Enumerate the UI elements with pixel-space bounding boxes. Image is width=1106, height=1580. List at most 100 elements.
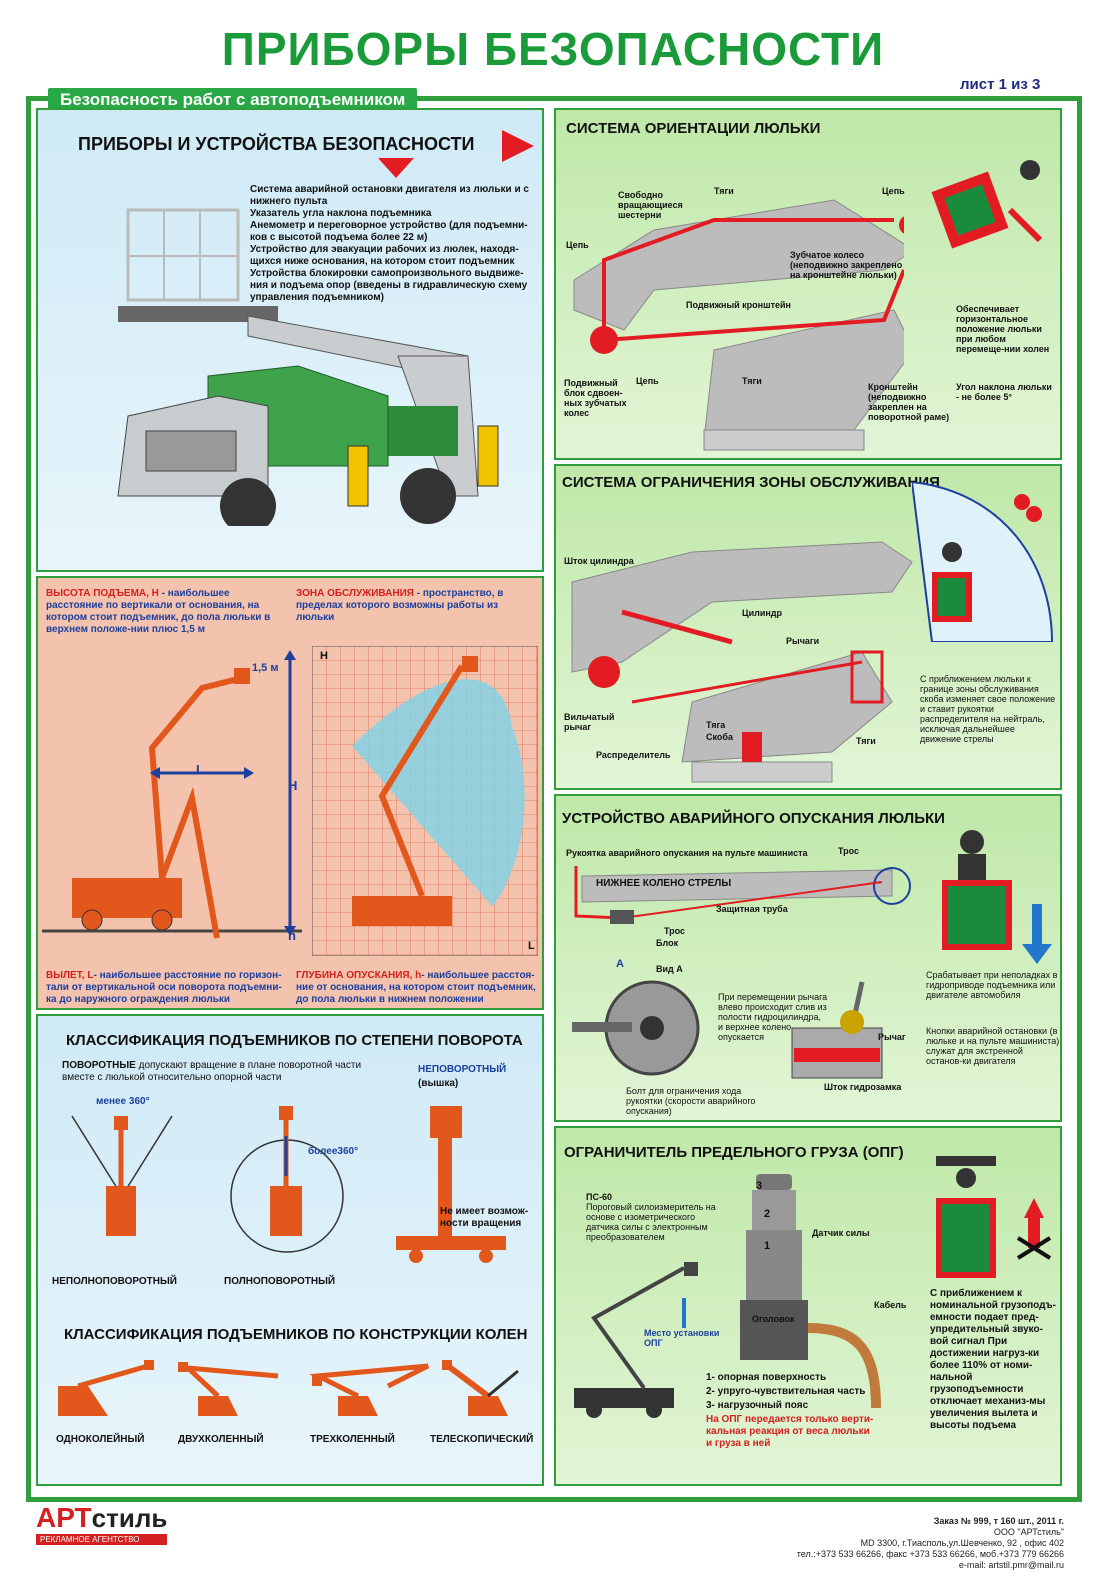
falling-worker-icon: [931, 160, 1043, 249]
emergency-mechanism: [572, 980, 883, 1079]
rotary-definition: ПОВОРОТНЫЕ допускают вращение в плане по…: [62, 1060, 362, 1084]
knee-type: ТРЕХКОЛЕННЫЙ: [310, 1434, 395, 1445]
rotation-type: НЕПОЛНОПОВОРОТНЫЙ: [52, 1276, 177, 1287]
service-zone-grid: [312, 646, 538, 956]
devices-panel: ПРИБОРЫ И УСТРОЙСТВА БЕЗОПАСНОСТИ Систем…: [36, 108, 544, 572]
sheet-number: лист 1 из 3: [960, 76, 1041, 93]
n2: 2: [764, 1208, 771, 1220]
orientation-diagram: [573, 199, 904, 451]
devices-line: Анемометр и переговорное устройство (для…: [250, 220, 528, 243]
distributor-label: Распределитель: [596, 750, 671, 760]
emergency-panel: УСТРОЙСТВО АВАРИЙНОГО ОПУСКАНИЯ ЛЮЛЬКИ Р…: [554, 794, 1062, 1122]
head-label: Оголовок: [752, 1314, 795, 1324]
reach-text: - наибольшее расстояние по горизон-тали …: [46, 970, 282, 1005]
dim-15: 1,5 м: [252, 662, 279, 674]
devices-line: Устройство для эвакуации рабочих из люле…: [250, 244, 519, 267]
footer-order: Заказ № 999, т 160 шт., 2011 г.: [933, 1516, 1064, 1526]
buttons-note: Кнопки аварийной остановки (в люльке и н…: [926, 1026, 1060, 1066]
devices-line: Указатель угла наклона подъемника: [250, 208, 432, 219]
devices-heading: ПРИБОРЫ И УСТРОЙСТВА БЕЗОПАСНОСТИ: [78, 134, 475, 154]
cable-top-label: Трос: [838, 846, 860, 856]
place-label: Место установки ОПГ: [644, 1328, 720, 1348]
orientation-panel: СИСТЕМА ОРИЕНТАЦИИ ЛЮЛЬКИ Свободно враща…: [554, 108, 1062, 460]
ps60-text: Пороговый силоизмеритель на основе с изо…: [586, 1202, 716, 1242]
fixed-title: НЕПОВОРОТНЫЙ: [418, 1064, 507, 1075]
dim-h-small: h: [288, 928, 296, 943]
overload-worker-icon: [936, 1156, 1052, 1278]
footer-info: Заказ № 999, т 160 шт., 2011 г. ООО "АРТ…: [640, 1516, 1064, 1571]
truck-illustration: [117, 208, 499, 526]
lever-move-note: При перемещении рычага влево происходит …: [718, 992, 828, 1042]
footer-address: MD 3300, г.Тиасполь,ул.Шевченко, 92 , оф…: [860, 1538, 1064, 1548]
depth-text: - наибольшее расстоя-ние от основания, н…: [296, 970, 536, 1005]
trigger-note: Срабатывает при неполадках в гидропривод…: [926, 970, 1058, 1000]
fixed-sub: (вышка): [418, 1078, 459, 1089]
sensor-label: Датчик силы: [812, 1228, 870, 1238]
overload-panel: ОГРАНИЧИТЕЛЬ ПРЕДЕЛЬНОГО ГРУЗА (ОПГ) ПС-…: [554, 1126, 1062, 1486]
pipe-label: Защитная труба: [716, 904, 788, 914]
knee-diagrams: [58, 1360, 519, 1416]
ps60-label: ПС-60: [586, 1192, 612, 1202]
depth-title: ГЛУБИНА ОПУСКАНИЯ, h: [296, 970, 422, 981]
rod-label: Шток цилиндра: [564, 556, 634, 566]
angle-note: Угол наклона люльки - не более 5°: [956, 382, 1052, 402]
reach-title: ВЫЛЕТ, L: [46, 970, 94, 981]
lever-label: Рычаг: [878, 1032, 906, 1042]
footer-phone: тел.:+373 533 66266, факс +373 533 66266…: [796, 1549, 1064, 1559]
chain-left-label: Цепь: [566, 240, 589, 250]
horizontal-note: Обеспечивает горизонтальное положение лю…: [956, 304, 1050, 354]
zones-panel: ВЫСОТА ПОДЪЕМА, Н - наибольшее расстояни…: [36, 576, 544, 1010]
rotation-type: ПОЛНОПОВОРОТНЫЙ: [224, 1276, 336, 1287]
rotation-diagrams: [71, 1106, 506, 1263]
limit-panel: СИСТЕМА ОГРАНИЧЕНИЯ ЗОНЫ ОБСЛУЖИВАНИЯ Шт…: [554, 464, 1062, 790]
arrow-down-icon: [378, 158, 414, 178]
orientation-heading: СИСТЕМА ОРИЕНТАЦИИ ЛЮЛЬКИ: [566, 120, 821, 137]
block-label: Подвижный блок сдвоен-ных зубчатых колес: [564, 378, 627, 418]
less-360-label: менее 360°: [96, 1096, 150, 1107]
limit-worker-icon: [912, 482, 1054, 642]
zone-definition: ЗОНА ОБСЛУЖИВАНИЯ - пространство, в пред…: [296, 588, 536, 624]
knee-label: НИЖНЕЕ КОЛЕНО СТРЕЛЫ: [596, 878, 732, 889]
cable-label: Трос: [664, 926, 686, 936]
bolt-note: Болт для ограничения хода рукоятки (скор…: [626, 1086, 756, 1116]
limit-diagram: [571, 541, 913, 783]
fork-label: Вильчатый рычаг: [564, 712, 615, 732]
cable-label: Кабель: [874, 1300, 907, 1310]
devices-list: Система аварийной остановки двигателя из…: [250, 184, 536, 304]
n1: 1: [764, 1240, 771, 1252]
height-definition: ВЫСОТА ПОДЪЕМА, Н - наибольшее расстояни…: [46, 588, 286, 636]
levers-label: Рычаги: [786, 636, 820, 646]
limit-heading: СИСТЕМА ОГРАНИЧЕНИЯ ЗОНЫ ОБСЛУЖИВАНИЯ: [562, 474, 940, 491]
right-note: С приближением к номинальной грузоподъ-е…: [930, 1288, 1056, 1431]
knee-type: ДВУХКОЛЕННЫЙ: [178, 1434, 264, 1445]
grid-l-label: L: [528, 940, 535, 952]
bracket-label: Кронштейн (неподвижно закреплен на повор…: [868, 382, 950, 422]
view-a-label: Вид А: [656, 964, 683, 974]
reach-definition: ВЫЛЕТ, L- наибольшее расстояние по гориз…: [46, 970, 290, 1006]
footer-company: ООО "АРТстиль": [993, 1527, 1064, 1537]
arrow-right-icon: [502, 130, 534, 162]
lock-label: Шток гидрозамка: [824, 1082, 902, 1092]
gear-wheel-label: Зубчатое колесо (неподвижно закреплено н…: [790, 250, 903, 280]
zone-text: - пространство, в пределах которого возм…: [296, 588, 504, 623]
height-diagram: [42, 650, 302, 939]
limit-note: С приближением люльки к границе зоны обс…: [920, 674, 1056, 744]
moving-bracket-label: Подвижный кронштейн: [686, 300, 791, 310]
bracket-label: Скоба: [706, 732, 733, 742]
main-frame: [26, 96, 1082, 1502]
devices-line: Устройства блокировки самопроизвольного …: [250, 268, 528, 303]
devices-line: Система аварийной остановки двигателя из…: [250, 184, 529, 207]
knee-type: ОДНОКОЛЕЙНЫЙ: [56, 1434, 145, 1445]
block-label: Блок: [656, 938, 679, 948]
height-title: ВЫСОТА ПОДЪЕМА, Н: [46, 588, 159, 599]
chain-top-label: Цепь: [882, 186, 905, 196]
rods-top-label: Тяги: [714, 186, 734, 196]
logo-a: АРТ: [36, 1502, 92, 1533]
overload-heading: ОГРАНИЧИТЕЛЬ ПРЕДЕЛЬНОГО ГРУЗА (ОПГ): [564, 1144, 904, 1161]
more-360-label: более360°: [308, 1146, 359, 1157]
rods-bottom-label: Тяги: [742, 376, 762, 386]
chain-bottom-label: Цепь: [636, 376, 659, 386]
classification-panel: КЛАССИФИКАЦИЯ ПОДЪЕМНИКОВ ПО СТЕПЕНИ ПОВ…: [36, 1014, 544, 1486]
no-rotation-label: Не имеет возмож-ности вращения: [440, 1206, 529, 1229]
rotary-title: ПОВОРОТНЫЕ: [62, 1060, 136, 1071]
